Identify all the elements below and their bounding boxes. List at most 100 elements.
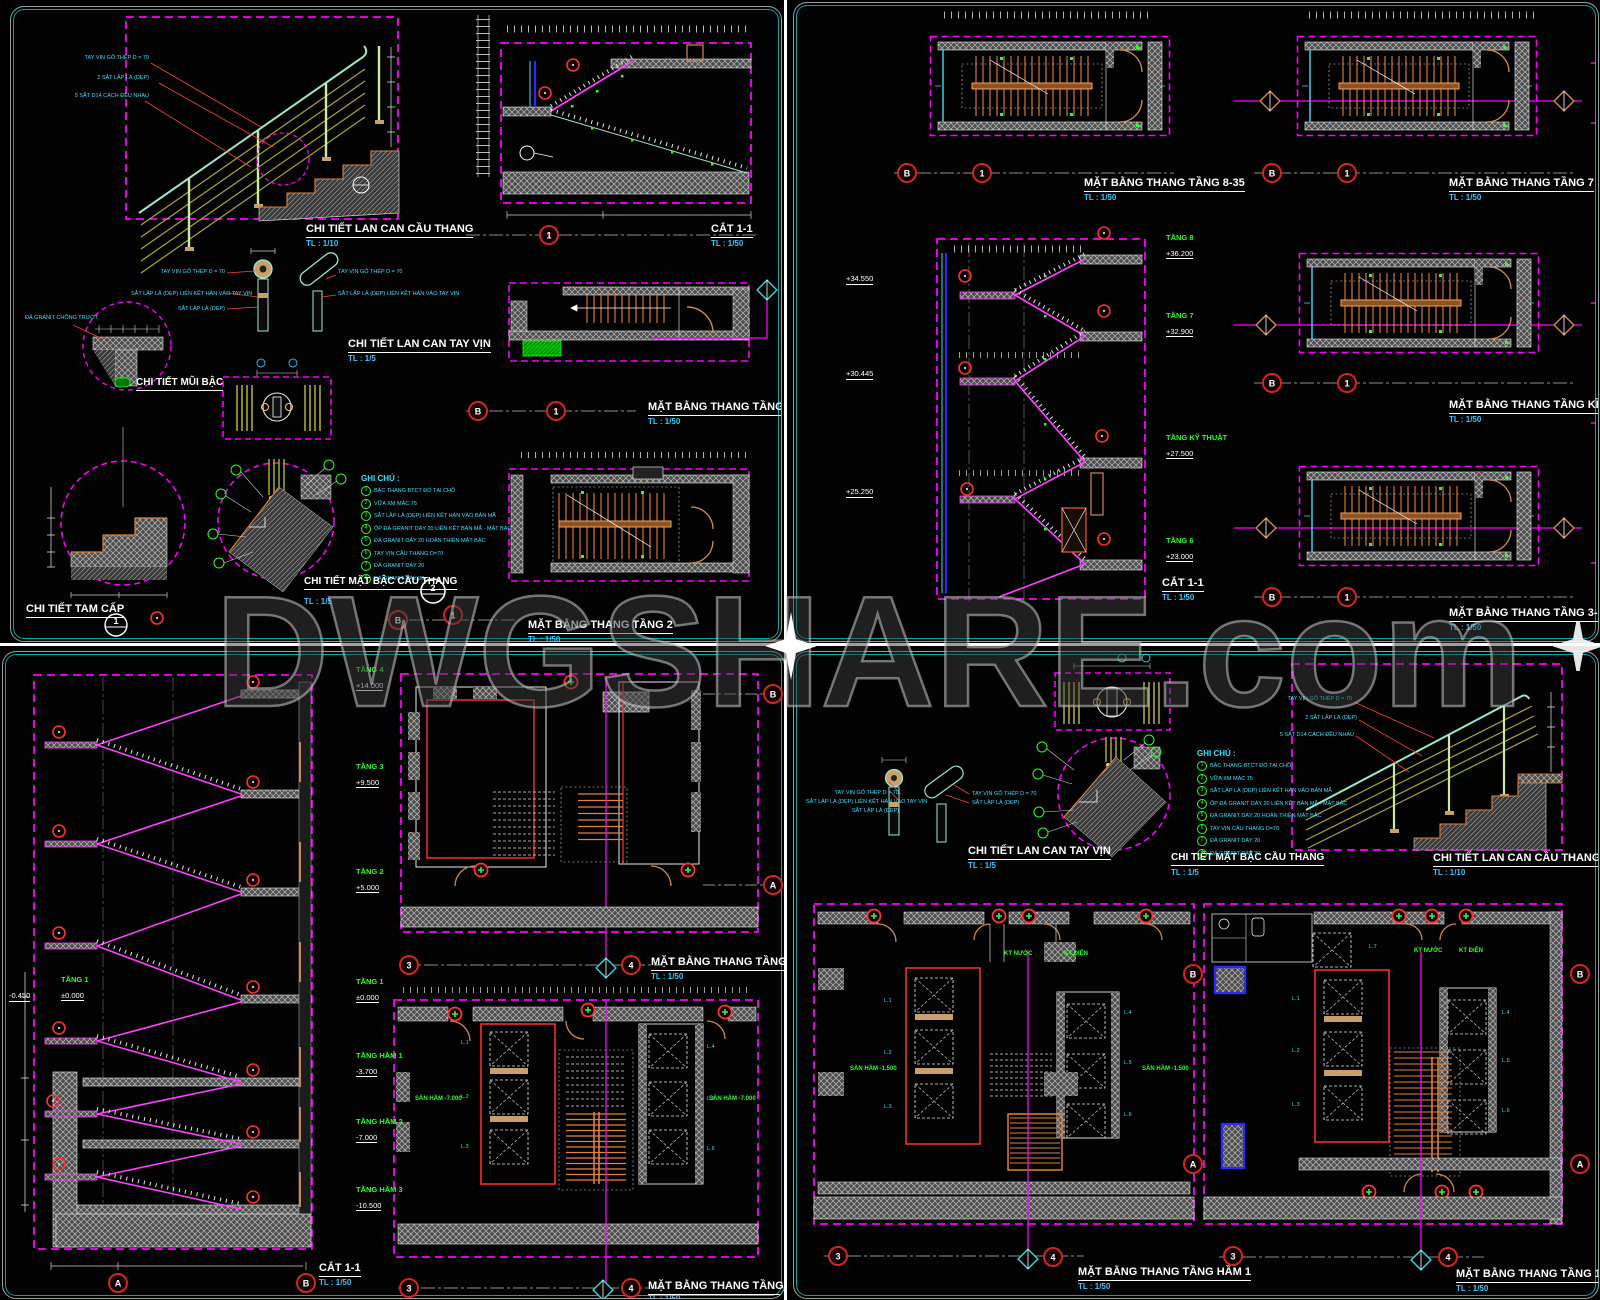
lift-l6: L.6 [1124,1112,1132,1118]
bubble-1: 1 [1344,169,1349,179]
level-ham3: TẦNG HẦM 3-10.500 [356,1185,403,1212]
floor-note-left: SÀN HẦM -1.500 [850,1066,897,1072]
lift-l4: L.4 [1124,1010,1132,1016]
callout-post-a: TAY VỊN GỖ THÉP D = 70 [160,269,225,275]
plan-basement2-drawing: 3 4 [393,987,759,1298]
lift-l5b: L.5 [1502,1058,1510,1064]
bubble-a: A [770,881,777,891]
bubble-a: A [1190,1160,1197,1170]
callout-nosing: ĐÁ GRANIT CHỐNG TRƯỢT [25,315,99,321]
title-section: CẮT 1-1 [1162,577,1204,592]
scale-section: TL : 1/50 [1162,593,1195,602]
grid-bubble: B [1262,587,1282,607]
plan-floor2-drawing: B 1 [386,452,751,630]
bubble-1: 1 [1344,593,1349,603]
callout-rail-bot: 5 SẮT D14 CÁCH ĐỀU NHAU [1279,732,1354,738]
callout-rail-top: TAY VỊN GỖ THÉP D = 70 [1287,696,1352,702]
grid-bubble: B [763,684,783,704]
flare-star-center [765,612,817,680]
bubble-b: B [1269,379,1276,389]
grid-bubble: 3 [399,955,419,975]
grid-bubble: B [296,1273,316,1293]
grid-bubble: 1 [1337,163,1357,183]
floor-note-right: SÀN HẦM -1.500 [1142,1066,1189,1072]
callout-post-b: SẮT LẬP LÀ (DẸP) LIÊN KẾT HÀN VÀO TAY VỊ… [806,799,928,805]
level-tangkt: TẦNG KỸ THUẬT+27.500 [1166,433,1228,460]
grid-bubble: B [1570,964,1590,984]
title-planh2: MẶT BẰNG THANG TẦNG HẦM 2 [648,1280,784,1295]
shaft-note-b: KT ĐIỆN [1064,951,1088,957]
callout-post-b2: SẮT LẬP LÀ (DẸP) LIÊN KẾT HÀN VÀO TAY VỊ… [338,291,460,297]
plan-floor1-drawing: 3 4 B A [1203,903,1590,1271]
bubble-3: 3 [835,1252,840,1262]
level-tang1-left: TẦNG 1±0.000 [61,975,89,1002]
title-tread: CHI TIẾT MẶT BẬC CẦU THANG [1171,852,1325,866]
plan-kt-drawing: B 1 [1234,252,1582,393]
callout-rail-bot: 5 SẮT D14 CÁCH ĐỀU NHAU [74,93,149,99]
floor-note-left: SÀN HẦM -7.000 [415,1096,462,1102]
callout-post-c2: SẮT LẬP LÀ (DẸP) [972,800,1020,806]
plan-basement1-drawing: 3 4 B A [813,903,1203,1270]
grid-bubble: 1 [1337,373,1357,393]
bubble-b: B [1577,970,1584,980]
level-34550: +34.550 [846,274,874,285]
scale-section: TL : 1/50 [319,1278,352,1287]
title-plan36: MẶT BẰNG THANG TẦNG 3-6 [1449,607,1598,622]
bubble-3: 3 [406,961,411,971]
title-tread: CHI TIẾT MẶT BẬC CẦU THANG [304,576,458,590]
grid-bubble: A [763,875,783,895]
plan-basement3-drawing: B A 3 4 [399,673,783,979]
callout-post-a2: TAY VỊN GỖ THÉP D = 70 [338,269,403,275]
grid-bubble: 1 [539,225,559,245]
grid-bubble: B [1183,964,1203,984]
grid-bubble: 1 [972,163,992,183]
scale-plan1: TL : 1/50 [1456,1284,1489,1293]
level-30445: +30.445 [846,369,874,380]
grid-bubble: 4 [621,1278,641,1298]
tread-detail-drawing: 2 [207,459,446,604]
lift-l5: L.5 [707,1096,715,1102]
tamcap-detail-drawing: 1 [47,460,186,637]
grid-bubble: 1 [443,605,463,625]
lift-l3b: L.3 [1292,1102,1300,1108]
grid-bubble: B [468,401,488,421]
bl-drawings: A B B A 3 4 [21,673,783,1298]
floor-note-right: SÀN HẦM -7.000 [709,1096,756,1102]
grid-bubble: 3 [828,1246,848,1266]
shaft-note-a: KT NƯỚC [1004,951,1033,957]
detail-badge: 1 [104,613,128,637]
handrail-detail-drawing [226,248,339,332]
scale-plankt: TL : 1/50 [1449,415,1482,424]
title-planh3: MẶT BẰNG THANG TẦNG HẦM 3 [651,956,784,971]
lift-l5: L.5 [1124,1060,1132,1066]
level-tang3: TẦNG 3+9.500 [356,762,384,789]
scale-plan7: TL : 1/50 [1449,193,1482,202]
title-section: CẮT 1-1 [319,1262,361,1277]
title-plan1: MẶT BẰNG THANG TẦNG 1 [648,401,781,416]
title-tamcap: CHI TIẾT TAM CẤP [26,603,125,618]
shaft-note-a2: KT NƯỚC [1414,948,1443,954]
bubble-b: B [904,169,911,179]
level-tang1: TẦNG 1±0.000 [356,977,384,1004]
level-tang4: TẦNG 4+14.000 [356,665,384,692]
post-plan-drawing [222,358,332,440]
grid-bubble: 4 [1043,1247,1063,1267]
grid-bubble: 1 [1337,587,1357,607]
lift-l6b: L.6 [1502,1108,1510,1114]
handrail-detail-drawing [881,757,970,843]
level-tang2: TẦNG 2+5.000 [356,867,384,894]
grid-bubble: 4 [621,955,641,975]
scale-tread: TL : 1/5 [304,597,332,606]
bubble-4: 4 [1050,1253,1055,1263]
scale-plan835: TL : 1/50 [1084,193,1117,202]
scale-planh2: TL : 1/50 [648,1294,681,1299]
